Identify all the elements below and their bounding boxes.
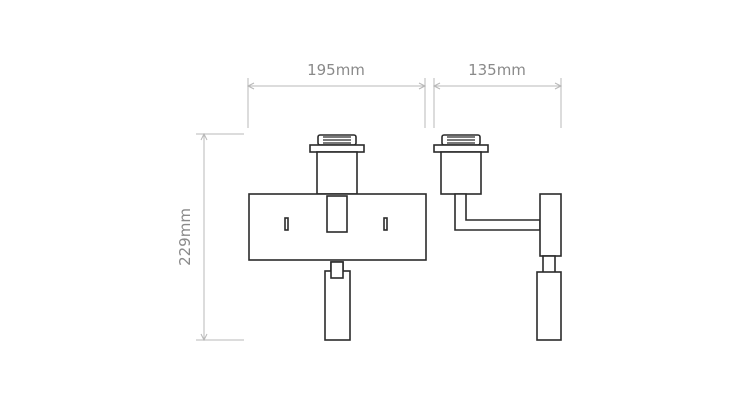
depth-side-label: 135mm (468, 61, 526, 79)
side-holder-collar (433, 144, 489, 153)
front-switch-right (383, 217, 388, 231)
dimension-height: 229mm (176, 132, 244, 342)
front-holder-collar (309, 144, 365, 153)
front-holder-body (316, 151, 358, 195)
front-switch-left (284, 217, 289, 231)
side-view (433, 134, 562, 341)
dimension-width-front: 195mm (246, 61, 427, 128)
front-view (248, 134, 427, 341)
width-front-label: 195mm (307, 61, 365, 79)
front-reading-head (324, 270, 351, 341)
side-arm (454, 193, 541, 231)
dimension-depth-side: 135mm (432, 61, 563, 128)
height-label: 229mm (176, 208, 194, 266)
side-holder-body (440, 151, 482, 195)
side-wall-plate (539, 193, 562, 257)
side-reading-head (536, 271, 562, 341)
